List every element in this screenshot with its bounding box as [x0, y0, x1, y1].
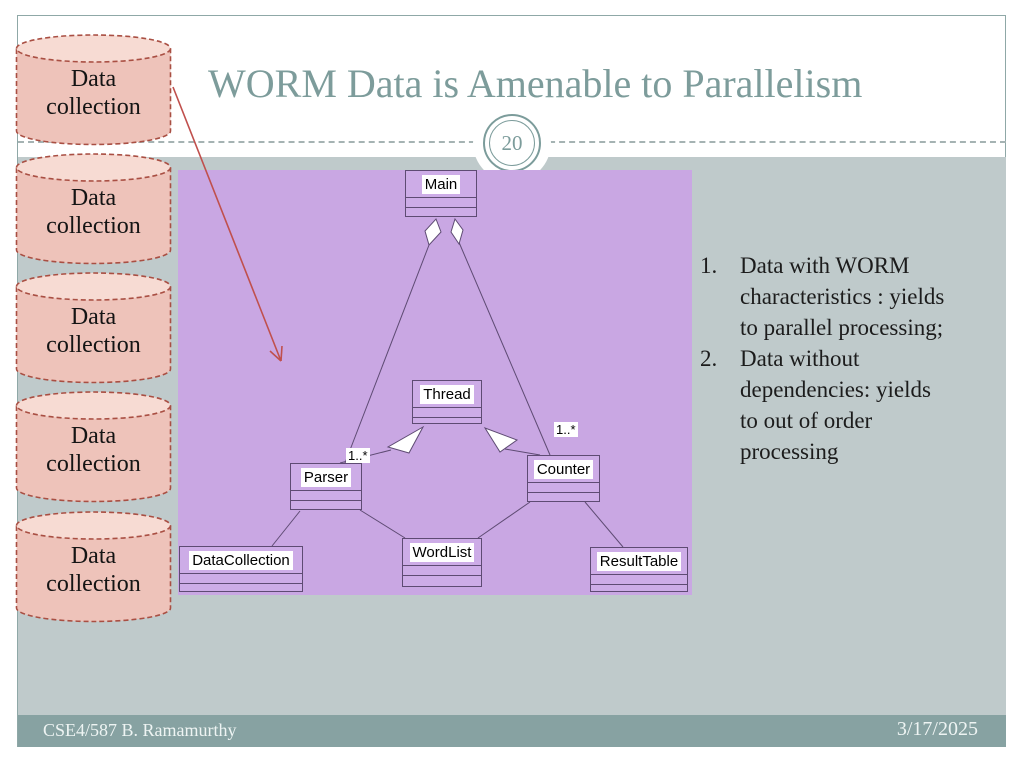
cylinder-label: Data collection — [46, 66, 141, 120]
cylinder-label: Data collection — [46, 423, 141, 477]
note-line: to out of order — [740, 408, 873, 433]
note-line: characteristics : yields — [740, 284, 945, 309]
database-cylinder-icon — [15, 153, 172, 265]
note-line: to parallel processing; — [740, 315, 944, 340]
uml-class-parser: Parser — [290, 463, 362, 510]
cylinder: Data collection — [15, 33, 172, 146]
cylinder: Data collection — [15, 390, 172, 503]
cylinder: Data collection — [15, 510, 172, 623]
database-cylinder-icon — [15, 34, 172, 146]
uml-class-main: Main — [405, 170, 477, 217]
multiplicity-label-counter: 1..* — [554, 422, 578, 437]
cylinder: Data collection — [15, 152, 172, 265]
footer-course-label: CSE4/587 B. Ramamurthy — [43, 720, 237, 740]
note-number: 1. — [700, 253, 718, 278]
note-number: 2. — [700, 346, 718, 371]
database-cylinder-icon — [15, 391, 172, 503]
multiplicity-label-parser: 1..* — [346, 448, 370, 463]
uml-class-datacollection-label: DataCollection — [189, 550, 293, 570]
footer-date: 3/17/2025 — [896, 718, 978, 740]
uml-class-parser-label: Parser — [300, 467, 352, 487]
uml-class-counter: Counter — [527, 455, 600, 502]
uml-class-main-label: Main — [421, 174, 461, 194]
page-title: WORM Data is Amenable to Parallelism — [208, 61, 863, 106]
footer-bar — [18, 715, 1006, 747]
uml-class-wordlist: WordList — [402, 538, 482, 587]
note-line: dependencies: yields — [740, 377, 931, 402]
uml-class-wordlist-label: WordList — [409, 542, 475, 562]
cylinder-label: Data collection — [46, 304, 141, 358]
uml-diagram-panel: Main Thread Parser Counter DataCollectio… — [178, 170, 692, 595]
database-cylinder-icon — [15, 511, 172, 623]
cylinder-label: Data collection — [46, 185, 141, 239]
note-line: processing — [740, 439, 839, 464]
uml-class-thread-label: Thread — [420, 384, 474, 404]
note-item-2: 2. Data without dependencies: yields to … — [700, 343, 1000, 467]
cylinder-label: Data collection — [46, 543, 141, 597]
uml-class-thread: Thread — [412, 380, 482, 424]
uml-class-counter-label: Counter — [533, 459, 594, 479]
uml-class-resulttable: ResultTable — [590, 547, 688, 592]
page-number: 20 — [489, 120, 535, 166]
uml-class-resulttable-label: ResultTable — [596, 551, 682, 571]
notes-list: 1. Data with WORM characteristics : yiel… — [700, 250, 1000, 467]
note-item-1: 1. Data with WORM characteristics : yiel… — [700, 250, 1000, 343]
uml-class-datacollection: DataCollection — [179, 546, 303, 592]
note-line: Data without — [740, 346, 860, 371]
note-line: Data with WORM — [740, 253, 910, 278]
cylinder: Data collection — [15, 271, 172, 384]
database-cylinder-icon — [15, 272, 172, 384]
